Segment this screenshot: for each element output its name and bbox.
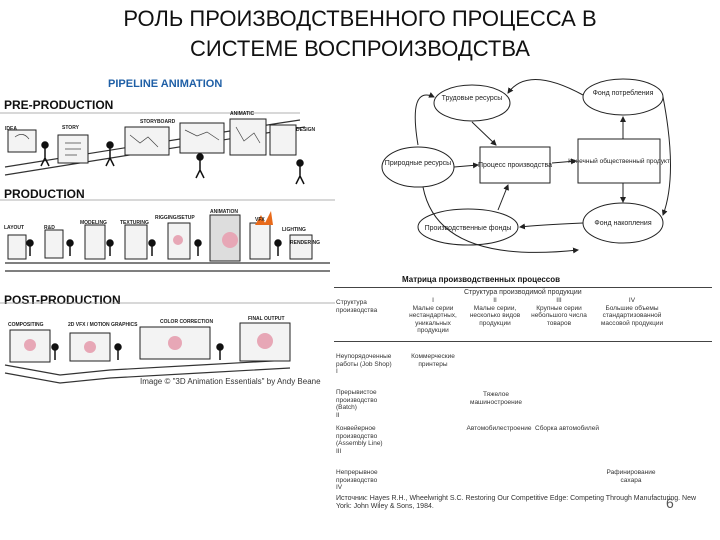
pipeline-illustration (0, 112, 335, 384)
label-modeling: MODELING (80, 220, 107, 226)
row-1-label: Неупорядоченные работы (Job Shop)I (336, 353, 392, 375)
reproduction-cycle-diagram: Трудовые ресурсы Фонд потребления Природ… (381, 78, 671, 254)
label-story: STORY (62, 125, 79, 131)
pipeline-heading: PIPELINE ANIMATION (108, 78, 223, 90)
page-number: 6 (666, 495, 674, 511)
node-natural: Природные ресурсы (385, 160, 451, 167)
label-vfx: VFX (255, 217, 265, 223)
row-2-label: Прерывистое производство (Batch)II (336, 389, 378, 419)
row-1-cell: Коммерческие принтеры (411, 353, 455, 368)
label-animatic: ANIMATIC (230, 111, 255, 117)
image-credit: Image © "3D Animation Essentials" by And… (140, 377, 321, 386)
node-labor: Трудовые ресурсы (442, 95, 503, 102)
post-production-heading: POST-PRODUCTION (4, 293, 121, 307)
node-process: Процесс производства (478, 162, 552, 169)
label-idea: IDEA (5, 126, 17, 132)
row-3-cell-a: Автомобилестроение (466, 425, 532, 432)
label-rendering: RENDERING (290, 240, 321, 246)
title-line-2: СИСТЕМЕ ВОСПРОИЗВОДСТВА (190, 36, 530, 61)
row-2-cell: Тяжелое машиностроение (469, 391, 523, 406)
node-social: Конечный общественный продукт (568, 157, 670, 165)
matrix-subtitle: Структура производимой продукции (464, 289, 582, 296)
label-design: DESIGN (296, 127, 316, 133)
pre-production-heading: PRE-PRODUCTION (4, 98, 114, 112)
label-lighting: LIGHTING (282, 227, 306, 233)
matrix-title: Матрица производственных процессов (402, 275, 561, 284)
label-rnd: R&D (44, 225, 55, 231)
label-storyboard: STORYBOARD (140, 119, 176, 125)
matrix-source: Источник: Hayes R.H., Wheelwright S.C. R… (336, 495, 697, 510)
row-3-label: Конвейерное производство (Assembly Line)… (336, 425, 383, 455)
label-compositing: COMPOSITING (8, 322, 44, 328)
title-line-1: РОЛЬ ПРОИЗВОДСТВЕННОГО ПРОЦЕССА В (123, 6, 597, 31)
label-final-output: FINAL OUTPUT (248, 316, 285, 322)
label-layout: LAYOUT (4, 225, 25, 231)
production-matrix: Матрица производственных процессов Струк… (334, 273, 712, 523)
label-2d-vfx: 2D VFX / MOTION GRAPHICS (68, 322, 138, 328)
pipeline-animation-figure: PIPELINE ANIMATION PRE-PRODUCTION PRODUC… (0, 75, 335, 395)
label-color-correction: COLOR CORRECTION (160, 319, 214, 325)
production-heading: PRODUCTION (4, 187, 85, 201)
label-rigging: RIGGING/SETUP (155, 215, 195, 221)
node-consumption: Фонд потребления (593, 89, 654, 97)
node-accum: Фонд накопления (594, 220, 651, 227)
matrix-row-header: Структура производства (336, 299, 378, 314)
label-texturing: TEXTURING (120, 220, 149, 226)
row-3-cell-b: Сборка автомобилей (535, 425, 599, 432)
row-4-cell: Рафинирование сахара (606, 469, 656, 484)
label-animation: ANIMATION (210, 209, 238, 215)
node-means: Производственные фонды (425, 225, 512, 232)
